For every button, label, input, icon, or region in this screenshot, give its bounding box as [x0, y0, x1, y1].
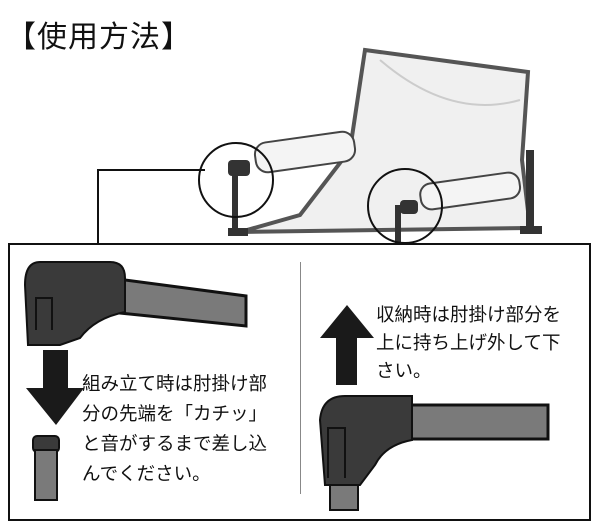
text-line: と音がするまで差し込 — [82, 434, 268, 455]
armrest-left — [253, 130, 357, 174]
text-line: さい。 — [376, 361, 432, 382]
assembly-instructions: 組み立て時は肘掛け部分の先端を「カチッ」と音がするまで差し込んでください。 — [82, 370, 267, 490]
text-line: んでください。 — [82, 464, 211, 485]
chair-leg — [395, 205, 401, 243]
armrest-right — [419, 171, 522, 211]
page-title: 【使用方法】 — [6, 20, 192, 55]
leader-line — [97, 169, 205, 245]
panel-divider — [300, 262, 301, 494]
text-line: 分の先端を「カチッ」 — [82, 404, 268, 425]
tube-vertical-left — [34, 449, 58, 501]
tube-right — [408, 403, 550, 441]
text-line: 上に持ち上げ外して下 — [376, 333, 561, 354]
text-line: 組み立て時は肘掛け部 — [82, 374, 268, 395]
arrow-up-icon — [320, 305, 374, 385]
arrow-down-icon — [26, 350, 84, 425]
detail-circle-left — [198, 142, 274, 218]
chair-leg — [232, 175, 238, 233]
connector-left — [23, 261, 126, 346]
storage-instructions: 収納時は肘掛け部分を上に持ち上げ外して下さい。 — [376, 302, 561, 386]
text-line: 収納時は肘掛け部分を — [376, 305, 562, 326]
tube-left — [108, 276, 248, 328]
connector-right — [318, 395, 413, 486]
chair-leg — [526, 150, 534, 230]
